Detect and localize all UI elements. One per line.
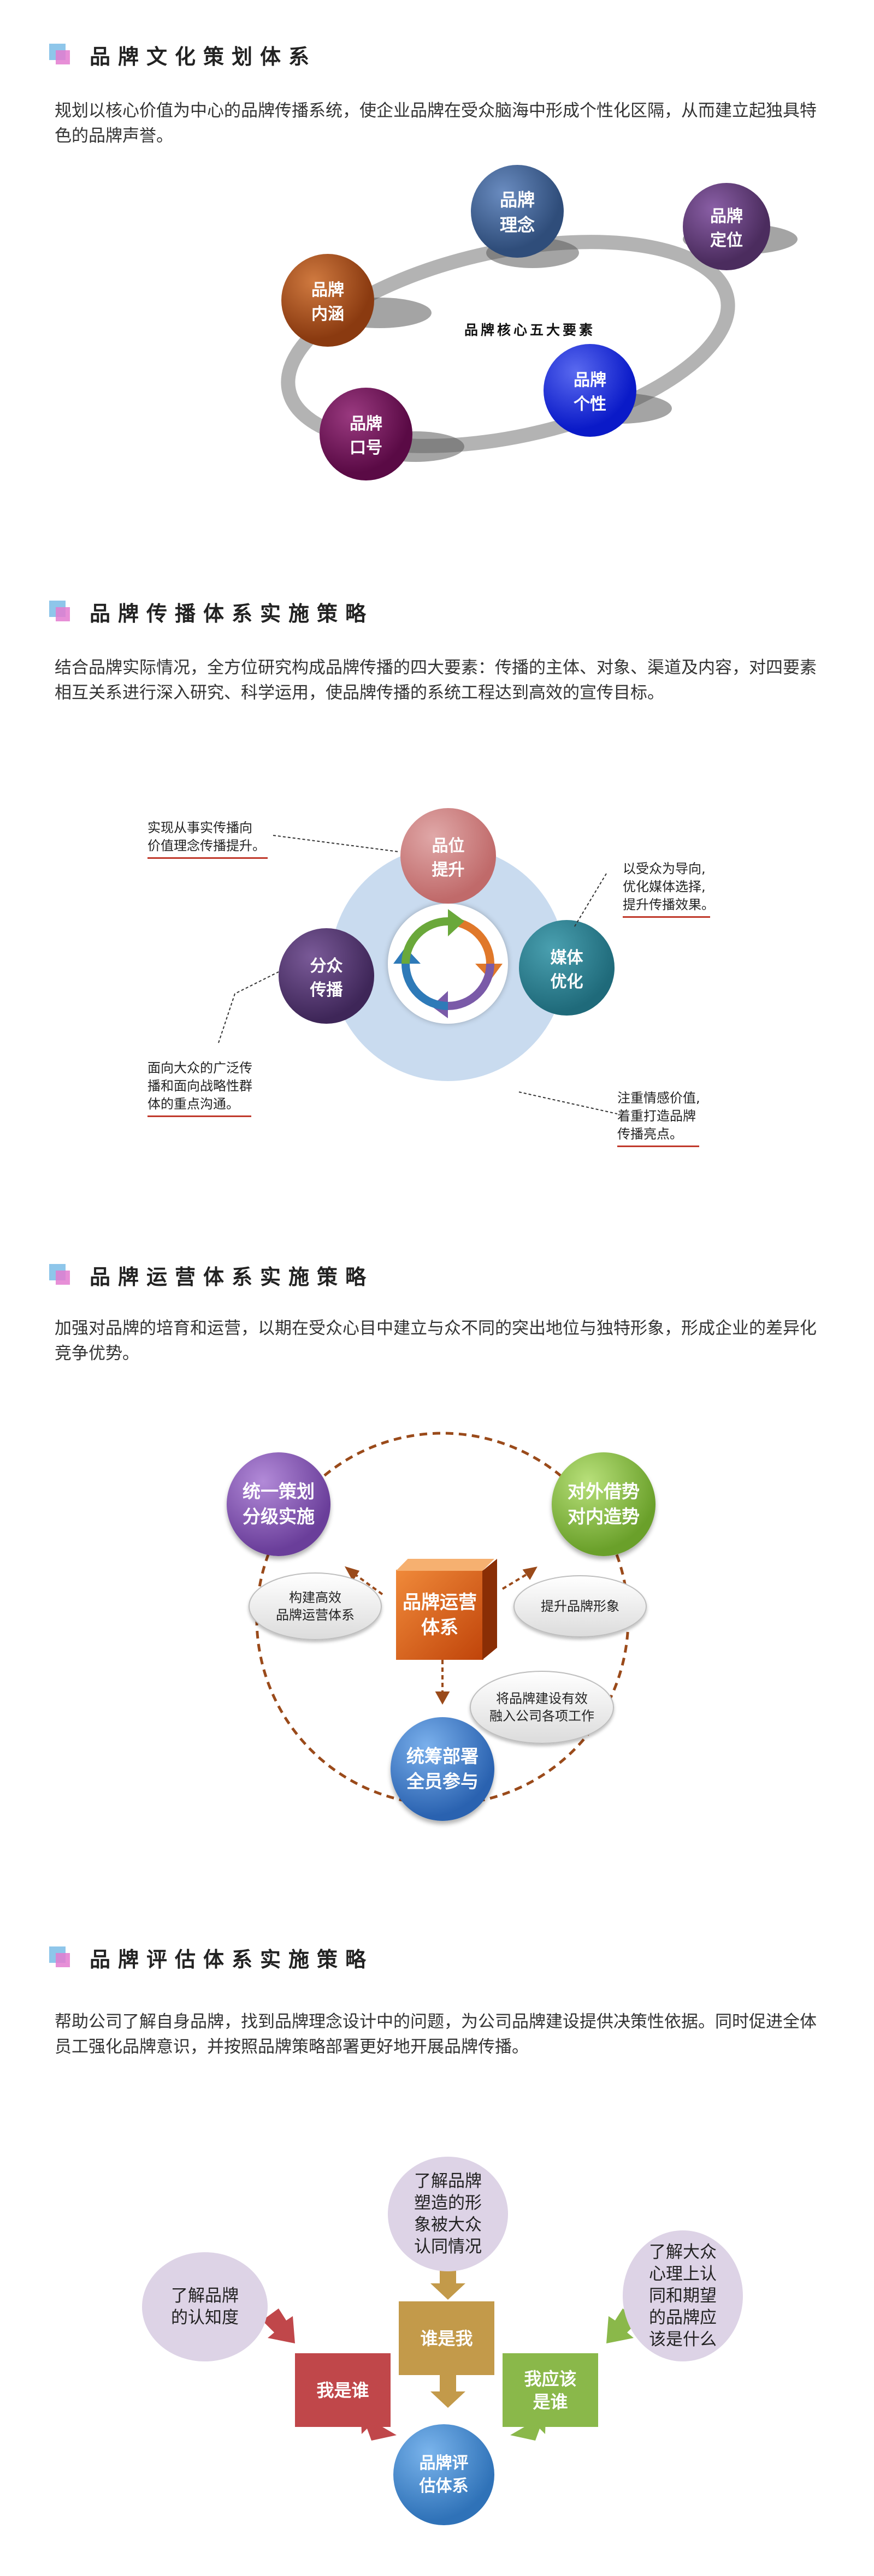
- brand-evaluation-diagram: 了解品牌塑造的形象被大众认同情况 了解品牌的认知度 了解大众心理上认同和期望的品…: [131, 2146, 743, 2528]
- node-taste-improvement: 品位提升: [400, 808, 496, 904]
- node-external-leverage: 对外借势对内造势: [552, 1452, 656, 1556]
- node-overall-deployment: 统筹部署全员参与: [391, 1717, 494, 1821]
- box-who-am-i: 我是谁: [295, 2353, 391, 2427]
- node-segmented-communication: 分众传播: [279, 928, 374, 1024]
- section-title-text: 品牌运营体系实施策略: [90, 1264, 374, 1289]
- section-title-text: 品牌评估体系实施策略: [90, 1946, 374, 1972]
- section-paragraph-3: 加强对品牌的培育和运营，以期在受众心目中建立与众不同的突出地位与独特形象，形成企…: [55, 1319, 817, 1363]
- section-bullet-icon: [49, 1946, 73, 1968]
- circle-public-expectation: 了解大众心理上认同和期望的品牌应该是什么: [623, 2230, 743, 2361]
- section-title-text: 品牌传播体系实施策略: [90, 601, 374, 626]
- section-title-2: 品牌传播体系实施策略: [49, 595, 374, 628]
- cycle-arrows-icon: [393, 909, 503, 1018]
- diagram-center-label: 品牌核心五大要素: [464, 322, 595, 338]
- center-label-line2: 体系: [421, 1616, 458, 1639]
- section-paragraph-1: 规划以核心价值为中心的品牌传播系统，使企业品牌在受众脑海中形成个性化区隔，从而建…: [55, 101, 817, 146]
- node-media-optimization: 媒体优化: [519, 920, 615, 1016]
- section-bullet-icon: [49, 44, 73, 66]
- note-connectors: [218, 835, 618, 1114]
- section-title-3: 品牌运营体系实施策略: [49, 1259, 374, 1291]
- oval-integrate-work: 将品牌建设有效融入公司各项工作: [470, 1671, 614, 1744]
- node-brand-personality: 品牌个性: [544, 344, 636, 437]
- oval-brand-image: 提升品牌形象: [513, 1575, 647, 1637]
- section-paragraph-4: 帮助公司了解自身品牌，找到品牌理念设计中的问题，为公司品牌建设提供决策性依据。同…: [55, 2012, 817, 2057]
- node-brand-evaluation-system: 品牌评估体系: [393, 2424, 494, 2525]
- node-brand-connotation: 品牌内涵: [281, 254, 374, 347]
- section-title-1: 品牌文化策划体系: [49, 38, 317, 71]
- note-bottom-left: 面向大众的广泛传播和面向战略性群体的重点沟通。: [147, 1059, 252, 1117]
- circle-brand-awareness: 了解品牌的认知度: [142, 2252, 268, 2361]
- brand-communication-diagram: 品位提升 媒体优化 分众传播 实现从事实传播向价值理念传播提升。 以受众为导向,…: [126, 786, 748, 1158]
- center-cube: 品牌运营体系: [396, 1559, 497, 1660]
- brand-culture-diagram: 品牌理念 品牌定位 品牌内涵 品牌个性 品牌口号 品牌核心五大要素: [246, 164, 847, 502]
- section-bullet-icon: [49, 1264, 73, 1286]
- box-who-is-me: 谁是我: [399, 2301, 494, 2375]
- center-label-line1: 品牌运营: [403, 1591, 477, 1613]
- note-top-right: 以受众为导向,优化媒体选择,提升传播效果。: [623, 860, 714, 918]
- node-brand-concept: 品牌理念: [471, 165, 564, 258]
- node-brand-slogan: 品牌口号: [320, 388, 412, 480]
- section-title-4: 品牌评估体系实施策略: [49, 1941, 374, 1974]
- section-paragraph-2: 结合品牌实际情况，全方位研究构成品牌传播的四大要素：传播的主体、对象、渠道及内容…: [55, 658, 817, 703]
- section-title-text: 品牌文化策划体系: [90, 44, 317, 69]
- note-bottom-right: 注重情感价值,着重打造品牌传播亮点。: [617, 1089, 700, 1147]
- node-brand-positioning: 品牌定位: [683, 183, 770, 270]
- circle-brand-image-recognition: 了解品牌塑造的形象被大众认同情况: [388, 2157, 508, 2271]
- note-top-left: 实现从事实传播向价值理念传播提升。: [147, 819, 268, 859]
- node-unified-planning: 统一策划分级实施: [227, 1452, 330, 1556]
- section-bullet-icon: [49, 601, 73, 622]
- oval-efficient-system: 构建高效品牌运营体系: [249, 1572, 382, 1640]
- box-who-should-i-be: 我应该是谁: [503, 2353, 598, 2427]
- brand-operation-diagram: 品牌运营体系 统一策划分级实施 对外借势对内造势 统筹部署全员参与 构建高效品牌…: [208, 1398, 677, 1840]
